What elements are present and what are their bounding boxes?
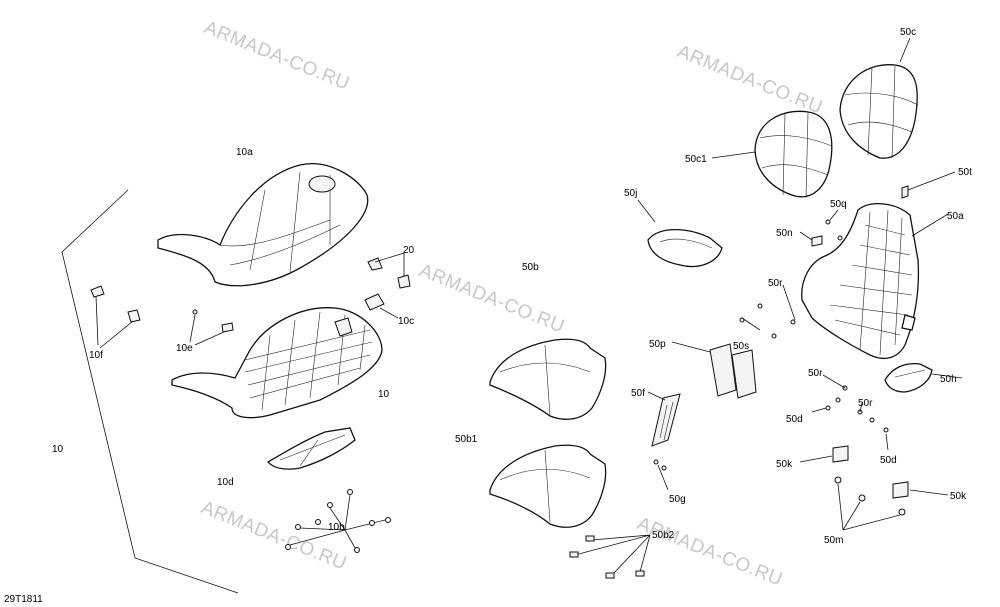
watermark: ARMADA-CO.RU: [674, 41, 825, 118]
handle-50j: [637, 199, 723, 268]
headrest-50c1: [711, 110, 833, 199]
callout-50r-mid: 50r: [808, 368, 823, 379]
callout-50t: 50t: [958, 167, 972, 178]
callout-50n: 50n: [776, 228, 793, 239]
callout-50b: 50b: [522, 262, 539, 273]
callout-50f: 50f: [631, 388, 645, 399]
diagram-code: 29T1811: [4, 594, 43, 605]
seat-cover-10a: [157, 163, 369, 287]
small-parts-left: [90, 252, 411, 349]
callout-10-bracket: 10: [52, 444, 64, 455]
small-parts-right: [739, 171, 956, 531]
callout-50d-left: 50d: [786, 414, 803, 425]
callout-50r-lower: 50r: [858, 398, 873, 409]
callout-10c: 10c: [398, 316, 414, 327]
callout-50b2: 50b2: [652, 530, 675, 541]
callout-50h: 50h: [940, 374, 957, 385]
seat-back-50a: [801, 203, 949, 359]
callout-50s: 50s: [733, 341, 749, 352]
watermark: ARMADA-CO.RU: [201, 17, 352, 94]
seat-shell-50b1: [489, 444, 607, 528]
seat-shell-50b: [489, 338, 607, 420]
callout-10a: 10a: [236, 147, 253, 158]
heat-shield-10d: [266, 427, 356, 470]
callout-50p: 50p: [649, 339, 666, 350]
watermark: ARMADA-CO.RU: [634, 513, 785, 590]
callout-50k-left: 50k: [776, 459, 793, 470]
callout-10b: 10b: [328, 522, 345, 533]
brackets-50p: [671, 341, 757, 399]
watermark: ARMADA-CO.RU: [416, 260, 567, 337]
callout-50c1: 50c1: [685, 154, 707, 165]
callout-50c: 50c: [900, 27, 916, 38]
callout-20: 20: [403, 245, 415, 256]
bracket-50f: [647, 391, 681, 491]
callout-50b1: 50b1: [455, 434, 478, 445]
bumper-50h: [884, 362, 963, 393]
callout-10d: 10d: [217, 477, 234, 488]
callout-50q: 50q: [830, 199, 847, 210]
headrest-50c: [839, 37, 919, 159]
callout-50j: 50j: [624, 188, 637, 199]
callout-50m: 50m: [824, 535, 843, 546]
callout-10f: 10f: [89, 350, 103, 361]
callout-10e: 10e: [176, 343, 193, 354]
clips-50k: [799, 445, 949, 499]
fasteners-50b2: [569, 534, 651, 579]
callout-50k-right: 50k: [950, 491, 967, 502]
callout-50d-right: 50d: [880, 455, 897, 466]
watermark: ARMADA-CO.RU: [198, 497, 349, 574]
callout-50g: 50g: [669, 494, 686, 505]
fasteners-10b: [285, 489, 391, 553]
seat-base-10: [171, 307, 383, 419]
callout-labels: 10a 20 10c 10f 10e 10 10 10d 10b 50b 50b…: [52, 27, 972, 546]
callout-10: 10: [378, 389, 390, 400]
group-bracket-10: [61, 189, 239, 594]
callout-50a: 50a: [947, 211, 964, 222]
callout-50r-upper: 50r: [768, 278, 783, 289]
watermarks: ARMADA-CO.RU ARMADA-CO.RU ARMADA-CO.RU A…: [198, 17, 825, 590]
